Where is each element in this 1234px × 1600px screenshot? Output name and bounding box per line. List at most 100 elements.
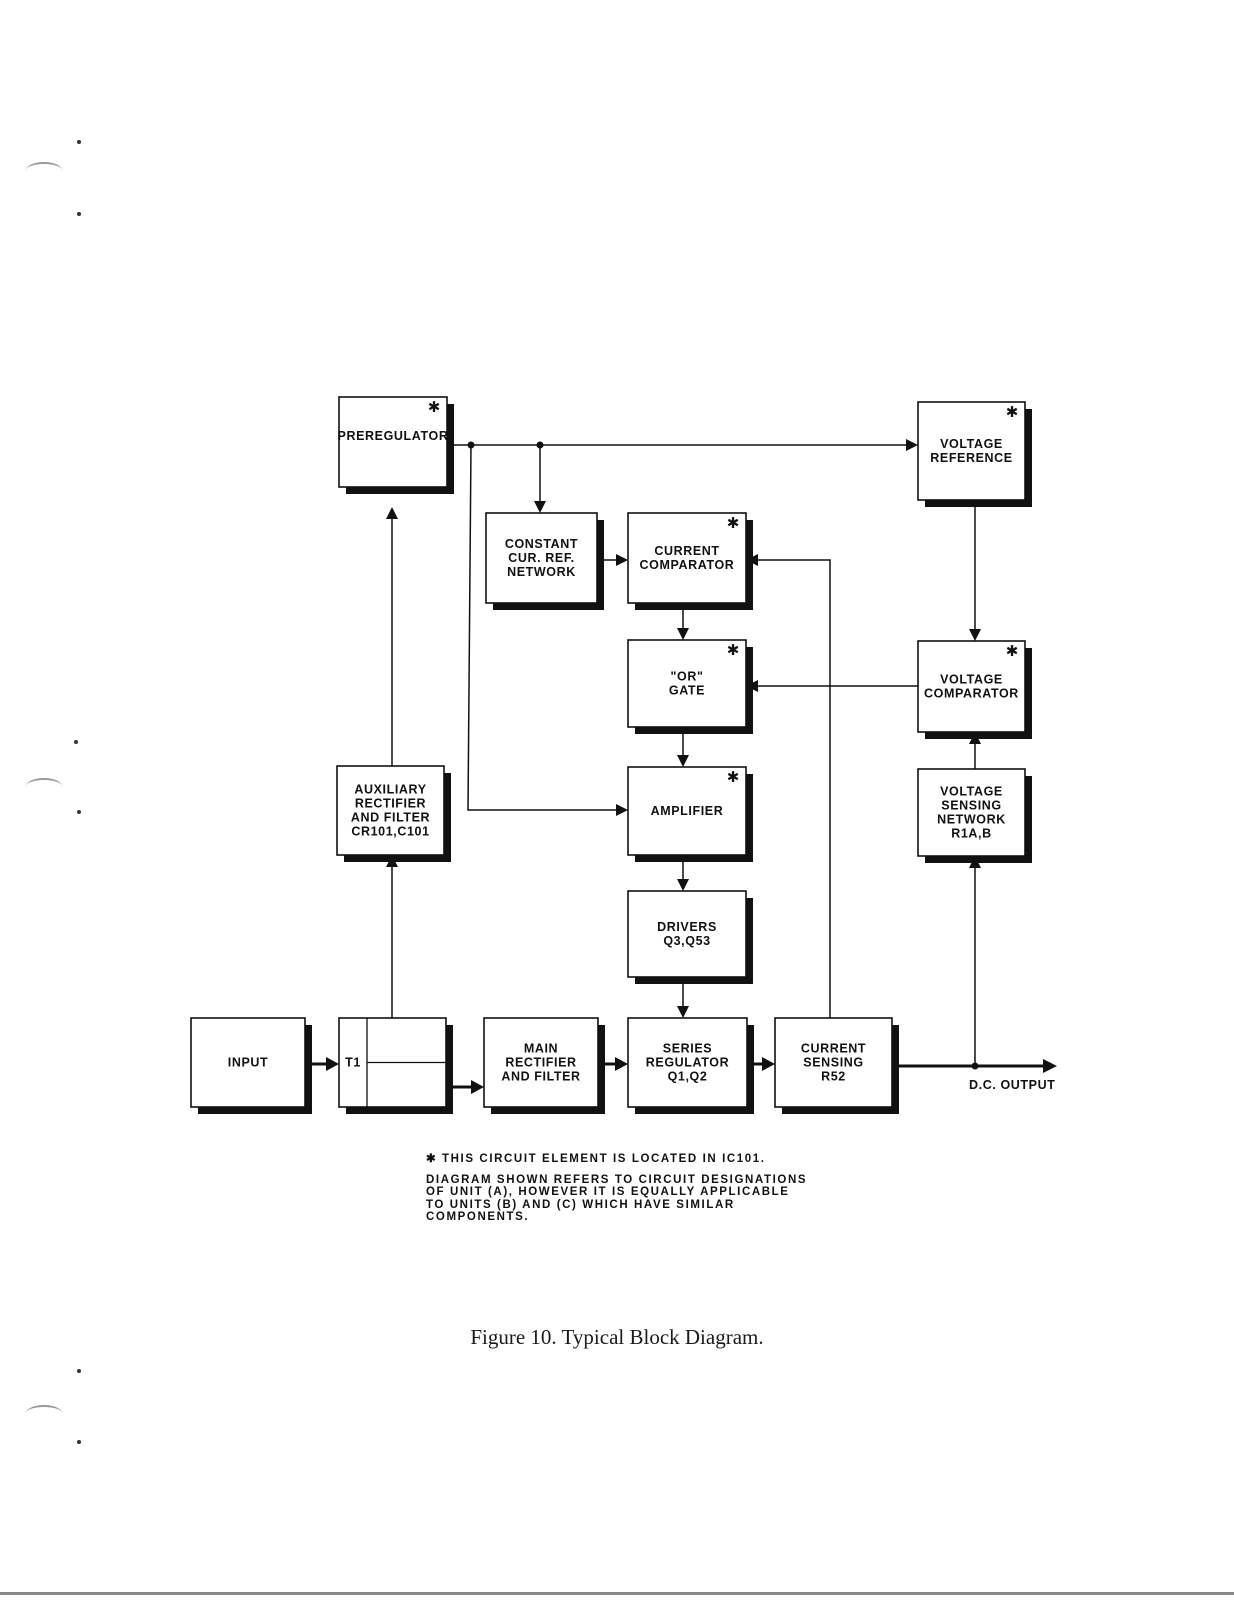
footnote: ✱ THIS CIRCUIT ELEMENT IS LOCATED IN IC1…	[426, 1153, 886, 1232]
block-label-line: VOLTAGE	[940, 785, 1003, 799]
block-box	[774, 1017, 893, 1108]
block-label-line: COMPARATOR	[924, 687, 1019, 701]
margin-dot	[77, 810, 81, 814]
block-label-line: REFERENCE	[930, 451, 1013, 465]
block-label-line: MAIN	[524, 1042, 558, 1056]
block-label-line: CURRENT	[801, 1042, 866, 1056]
ic101-star-icon: ✱	[727, 641, 740, 659]
block-label-line: RECTIFIER	[505, 1056, 576, 1070]
block-box	[190, 1017, 306, 1108]
block-box	[627, 890, 747, 978]
ic101-star-icon: ✱	[1006, 403, 1019, 421]
ic101-star-icon: ✱	[1006, 642, 1019, 660]
ic101-star-icon: ✱	[727, 514, 740, 532]
arrowhead-cursense	[762, 1057, 775, 1071]
margin-dot	[74, 740, 78, 744]
block-label-line: R52	[821, 1070, 846, 1084]
margin-dot	[77, 1440, 81, 1444]
block-input: INPUT	[190, 1017, 312, 1114]
margin-dot	[77, 212, 81, 216]
block-box	[338, 396, 448, 488]
arrowhead-vref	[906, 439, 918, 451]
arrowhead-t1	[326, 1057, 339, 1071]
arrowhead-dc-output	[1043, 1059, 1057, 1073]
block-box	[483, 1017, 599, 1108]
block-label-line: GATE	[669, 684, 705, 698]
block-label-line: VOLTAGE	[940, 673, 1003, 687]
block-box	[917, 401, 1026, 501]
arrowhead-constant-ref	[534, 501, 546, 513]
block-box	[627, 766, 747, 856]
footnote-ic101: ✱ THIS CIRCUIT ELEMENT IS LOCATED IN IC1…	[426, 1153, 766, 1165]
dc-output-label: D.C. OUTPUT	[969, 1078, 1055, 1092]
margin-curl	[26, 778, 62, 794]
arrowhead-orgate	[677, 628, 689, 640]
arrowhead-vcomp-top	[969, 629, 981, 641]
page-bottom-edge	[0, 1592, 1234, 1595]
block-or-gate: "OR"GATE ✱	[627, 639, 753, 734]
block-label-line: "OR"	[670, 670, 703, 684]
block-label-line: SERIES	[663, 1042, 712, 1056]
block-label-line: AND FILTER	[501, 1070, 580, 1084]
arrowhead-series-top	[677, 1006, 689, 1018]
block-label-line: CUR. REF.	[508, 551, 575, 565]
block-label-line: PREREGULATOR	[338, 429, 449, 443]
figure-caption: Figure 10. Typical Block Diagram.	[470, 1325, 764, 1349]
block-label-line: CONSTANT	[505, 537, 578, 551]
block-label-line: COMPARATOR	[640, 558, 735, 572]
block-box	[917, 640, 1026, 733]
block-label-line: CURRENT	[654, 544, 719, 558]
margin-curl	[26, 1405, 62, 1421]
block-box	[336, 765, 445, 856]
arrowhead-mainrect	[471, 1080, 484, 1094]
margin-dot	[77, 140, 81, 144]
arrowhead-drivers	[677, 879, 689, 891]
footnote-designations: DIAGRAM SHOWN REFERS TO CIRCUIT DESIGNAT…	[426, 1173, 808, 1224]
ic101-star-icon: ✱	[428, 398, 441, 416]
block-t1: T1	[338, 1017, 453, 1114]
block-label-line: SENSING	[803, 1056, 863, 1070]
block-label-line: RECTIFIER	[355, 797, 426, 811]
block-label-line: Q3,Q53	[663, 934, 710, 948]
block-label-line: NETWORK	[507, 565, 576, 579]
arrowhead-curcomp	[616, 554, 628, 566]
block-label-line: AUXILIARY	[354, 783, 426, 797]
block-box	[627, 512, 747, 604]
wire-to-amplifier	[467, 444, 618, 811]
block-preregulator: PREREGULATOR ✱	[338, 396, 454, 494]
block-label-line: NETWORK	[937, 813, 1006, 827]
arrowhead-amp-top	[677, 755, 689, 767]
arrowhead-prereg-bottom	[386, 507, 398, 519]
block-label-line: DRIVERS	[657, 920, 717, 934]
block-label-line: CR101,C101	[351, 825, 429, 839]
margin-dot	[77, 1369, 81, 1373]
block-label-line: Q1,Q2	[668, 1070, 708, 1084]
block-label-line: AND FILTER	[351, 811, 430, 825]
block-box	[485, 512, 598, 604]
block-box	[627, 639, 747, 728]
ic101-star-icon: ✱	[727, 768, 740, 786]
arrowhead-amplifier	[616, 804, 628, 816]
margin-curl	[26, 162, 62, 178]
block-label-line: VOLTAGE	[940, 437, 1003, 451]
blocks-layer: PREREGULATOR✱VOLTAGEREFERENCE✱CONSTANTCU…	[190, 396, 1032, 1114]
block-label-line: SENSING	[941, 799, 1001, 813]
block-box	[917, 768, 1026, 857]
block-label-line: R1A,B	[951, 827, 992, 841]
block-label-line: REGULATOR	[646, 1056, 729, 1070]
wire-cursense-to-curcomp	[756, 559, 831, 1018]
block-amplifier: AMPLIFIER ✱	[627, 766, 753, 862]
block-label-line: AMPLIFIER	[651, 804, 724, 818]
block-box	[627, 1017, 748, 1108]
